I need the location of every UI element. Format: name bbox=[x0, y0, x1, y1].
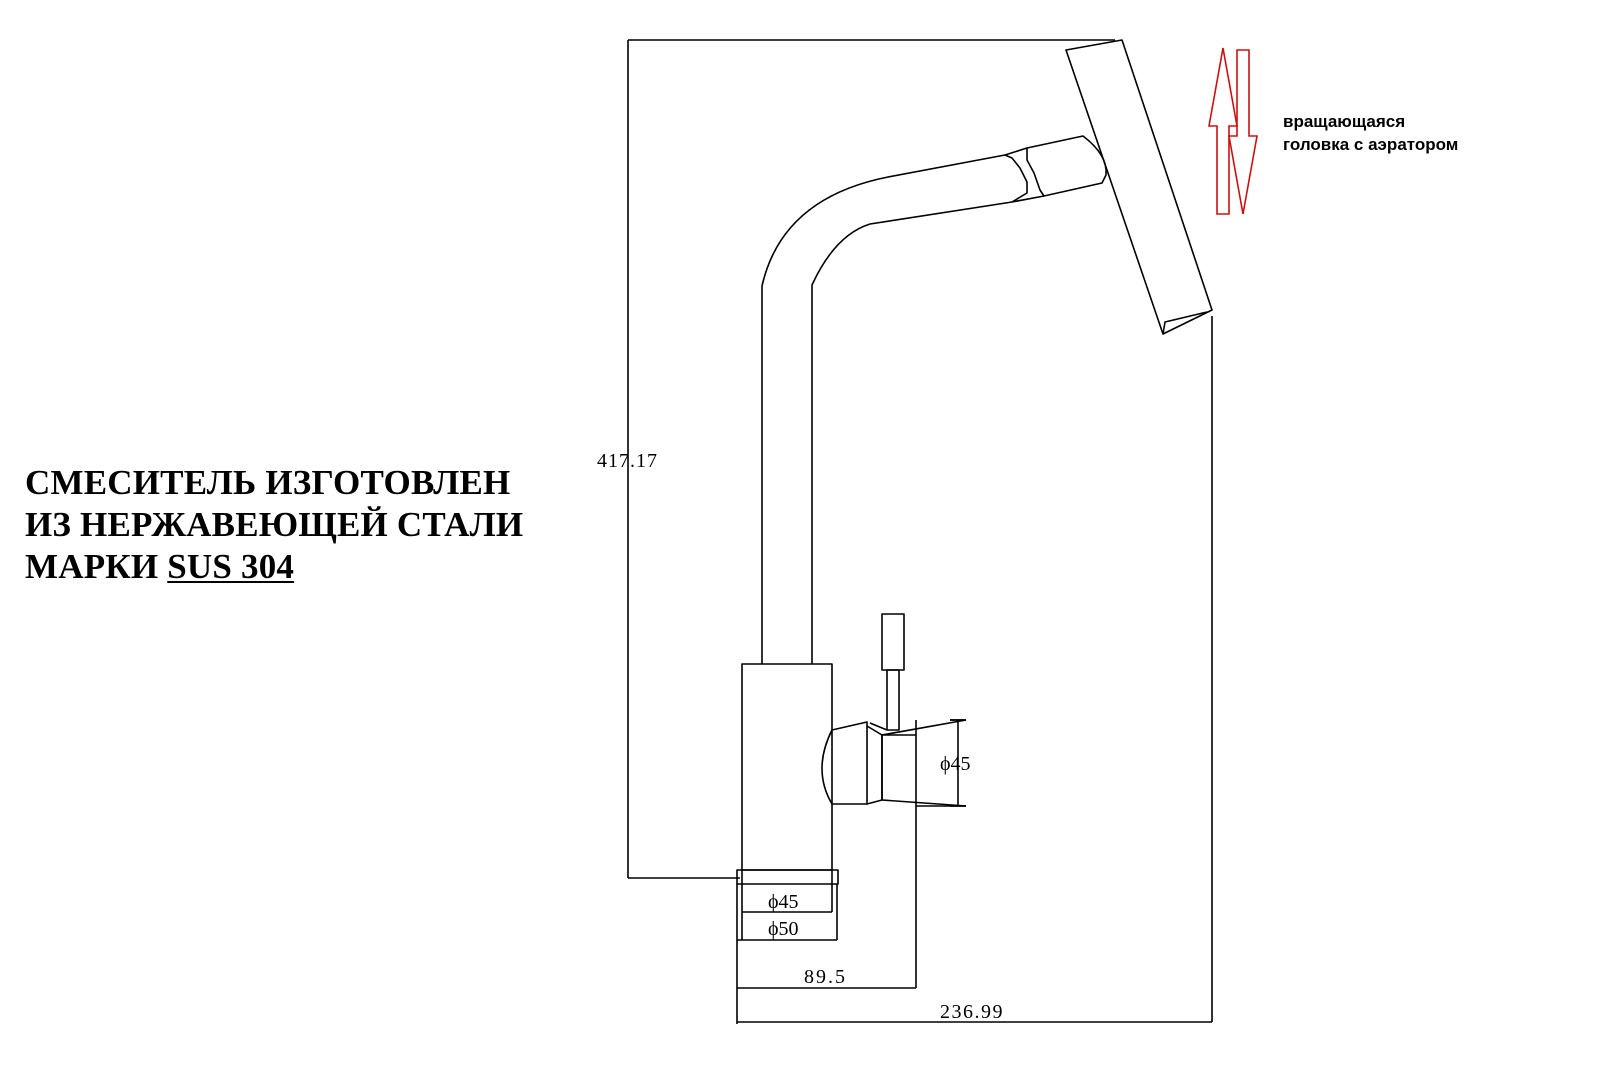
note-line-2: головка с аэратором bbox=[1283, 135, 1459, 154]
base-diameter-dimensions bbox=[737, 911, 837, 941]
material-grade: SUS 304 bbox=[167, 547, 295, 586]
title-line-3-prefix: МАРКИ bbox=[25, 547, 168, 586]
base-inner-diameter-label: ϕ45 bbox=[768, 891, 799, 913]
aerator-head bbox=[1065, 39, 1213, 1022]
title-line-2: ИЗ НЕРЖАВЕЮЩЕЙ СТАЛИ bbox=[25, 505, 524, 544]
material-title: СМЕСИТЕЛЬ ИЗГОТОВЛЕН ИЗ НЕРЖАВЕЮЩЕЙ СТАЛ… bbox=[25, 462, 523, 588]
height-dimension bbox=[627, 39, 1115, 879]
handle-diameter-label: ϕ45 bbox=[940, 753, 971, 775]
handle-diameter-dimension bbox=[950, 719, 966, 807]
faucet-base bbox=[736, 663, 839, 940]
title-line-1: СМЕСИТЕЛЬ ИЗГОТОВЛЕН bbox=[25, 463, 511, 502]
width-label: 236.99 bbox=[940, 1001, 1004, 1023]
rotation-arrow-icon bbox=[1208, 47, 1258, 215]
spout-tube bbox=[761, 154, 1013, 664]
offset-label: 89.5 bbox=[804, 966, 847, 988]
title-line-3: МАРКИ SUS 304 bbox=[25, 546, 523, 588]
handle bbox=[821, 613, 967, 988]
height-label: 417.17 bbox=[597, 450, 658, 472]
rotating-head-note: вращающаяся головка с аэратором bbox=[1283, 110, 1458, 156]
base-outer-diameter-label: ϕ50 bbox=[768, 918, 799, 940]
note-line-1: вращающаяся bbox=[1283, 112, 1406, 131]
spout-joint bbox=[1004, 135, 1107, 203]
offset-dimension bbox=[736, 884, 916, 1024]
